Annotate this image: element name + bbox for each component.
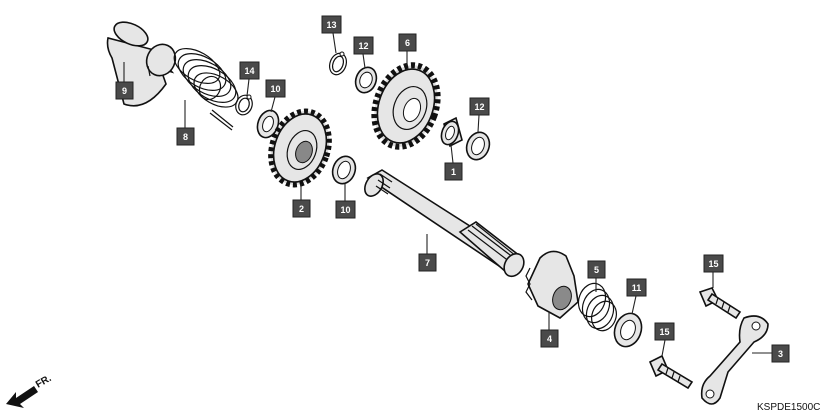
- leader-lines: [123, 32, 772, 357]
- callout-3-label: 3: [778, 349, 783, 359]
- diagram-code: KSPDE1500C: [757, 402, 820, 413]
- front-direction-indicator: FR.: [6, 373, 54, 408]
- callout-12-upper: 12: [353, 36, 374, 55]
- callout-10-upper: 10: [265, 79, 286, 98]
- callout-2-label: 2: [299, 204, 304, 214]
- callout-1: 1: [444, 162, 463, 181]
- callout-15-upper: 15: [703, 254, 724, 273]
- part-4-ratchet: [525, 250, 579, 319]
- callout-3: 3: [771, 344, 790, 363]
- callout-6: 6: [398, 33, 417, 52]
- part-8-spring: [173, 47, 239, 131]
- part-15-bolt-upper: [698, 287, 742, 320]
- callout-12-upper-label: 12: [358, 41, 368, 51]
- part-13-circlip: [328, 51, 348, 76]
- callout-8-label: 8: [183, 132, 188, 142]
- callout-8: 8: [176, 127, 195, 146]
- callout-5: 5: [587, 260, 606, 279]
- part-10-washer-upper: [256, 109, 280, 139]
- callout-15-lower-label: 15: [659, 327, 669, 337]
- callout-7: 7: [418, 253, 437, 272]
- callout-11: 11: [626, 278, 647, 297]
- callout-14: 14: [239, 61, 260, 80]
- part-14-circlip: [235, 94, 253, 116]
- part-12-washer-lower: [465, 131, 491, 161]
- callout-12-lower: 12: [469, 97, 490, 116]
- callout-9: 9: [115, 81, 134, 100]
- callout-7-label: 7: [425, 258, 430, 268]
- part-7-shaft: [364, 169, 525, 278]
- callout-10-lower-label: 10: [340, 205, 350, 215]
- callout-15-upper-label: 15: [708, 259, 718, 269]
- part-1-bushing: [440, 116, 463, 148]
- front-arrow-icon: [6, 386, 38, 408]
- callout-2: 2: [292, 199, 311, 218]
- callout-4: 4: [540, 329, 559, 348]
- callout-9-label: 9: [122, 86, 127, 96]
- callout-4-label: 4: [547, 334, 552, 344]
- part-15-bolt-lower: [648, 354, 694, 390]
- callout-15-lower: 15: [654, 322, 675, 341]
- part-6-gear: [371, 62, 441, 150]
- callout-12-lower-label: 12: [474, 102, 484, 112]
- direction-label: FR.: [34, 373, 54, 391]
- callout-11-label: 11: [632, 283, 642, 293]
- callout-10-upper-label: 10: [270, 84, 280, 94]
- part-10-washer-lower: [331, 155, 357, 185]
- part-2-gear: [268, 108, 332, 188]
- callout-1-label: 1: [451, 167, 456, 177]
- callout-10-lower: 10: [335, 200, 356, 219]
- callout-13-label: 13: [326, 20, 336, 30]
- part-11-washer: [613, 312, 643, 348]
- callout-13: 13: [321, 15, 342, 34]
- callout-5-label: 5: [594, 265, 599, 275]
- callout-6-label: 6: [405, 38, 410, 48]
- part-3-plate: [700, 315, 769, 405]
- part-12-washer-upper: [354, 66, 378, 94]
- part-5-spring: [577, 282, 617, 332]
- callout-14-label: 14: [244, 66, 254, 76]
